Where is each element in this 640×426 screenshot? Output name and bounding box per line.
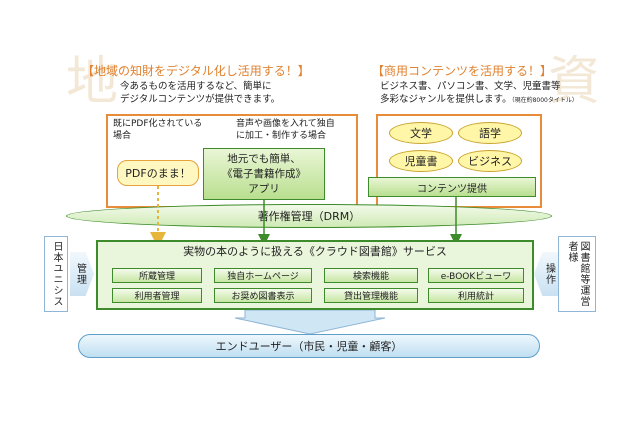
local-heading: 【地域の知財をデジタル化し活用する！】: [82, 64, 310, 78]
service-to-enduser-arrow: [234, 309, 386, 335]
service-statistics: 利用統計: [428, 288, 524, 303]
content-provision-box: コンテンツ提供: [368, 177, 536, 197]
app-box-line-1: 地元でも簡単、: [227, 153, 301, 165]
genre-literature: 文学: [389, 122, 453, 144]
nihon-unisys-label: 日本ユニシス: [51, 241, 62, 307]
ebook-creation-app-box: 地元でも簡単、 《電子書籍作成》 アプリ: [203, 148, 325, 200]
end-user-box: エンドユーザー（市民・児童・顧客）: [78, 334, 540, 358]
service-recommended: お奨め図書表示: [214, 288, 312, 303]
genre-language: 語学: [458, 122, 522, 144]
watermark-left: 地: [66, 52, 119, 112]
library-operator-label: 図書館等運営者様: [566, 241, 589, 307]
pdf-caption-1: 既にPDF化されている: [113, 119, 203, 129]
local-desc-2: デジタルコンテンツが提供できます。: [120, 94, 281, 105]
commercial-heading: 【商用コンテンツを活用する！】: [372, 64, 553, 78]
drm-ellipse: 著作権管理（DRM）: [66, 204, 552, 228]
service-lending: 貸出管理機能: [324, 288, 418, 303]
operate-label: 操作: [543, 263, 555, 285]
app-caption-2: に加工・制作する場合: [236, 131, 327, 141]
commercial-desc-2: 多彩なジャンルを提供します。（現在約8000タイトル）: [380, 94, 578, 105]
app-box-line-2: 《電子書籍作成》: [222, 168, 306, 180]
genre-business: ビジネス: [458, 150, 522, 172]
manage-label: 管理: [74, 263, 86, 285]
service-ebook-viewer: e-BOOKビューワ: [428, 268, 524, 283]
local-desc-1: 今あるものを活用するなど、簡単に: [120, 81, 272, 92]
watermark-right: 資: [548, 52, 601, 112]
service-user-mgmt: 利用者管理: [112, 288, 202, 303]
service-homepage: 独自ホームページ: [214, 268, 312, 283]
pdf-as-is-box: PDFのまま！: [117, 160, 199, 186]
commercial-desc-1: ビジネス書、パソコン書、文学、児童書等: [380, 81, 561, 92]
genre-childrens: 児童書: [389, 150, 453, 172]
service-search: 検索機能: [324, 268, 418, 283]
app-caption-1: 音声や画像を入れて独自: [236, 119, 335, 129]
service-title: 実物の本のように扱える《クラウド図書館》サービス: [183, 245, 447, 258]
service-collection-mgmt: 所蔵管理: [112, 268, 202, 283]
library-operator-box: 図書館等運営者様: [558, 236, 596, 312]
commercial-note: （現在約8000タイトル）: [511, 97, 578, 104]
nihon-unisys-box: 日本ユニシス: [44, 236, 68, 312]
pdf-caption-2: 場合: [113, 131, 132, 141]
app-box-line-3: アプリ: [248, 183, 280, 195]
